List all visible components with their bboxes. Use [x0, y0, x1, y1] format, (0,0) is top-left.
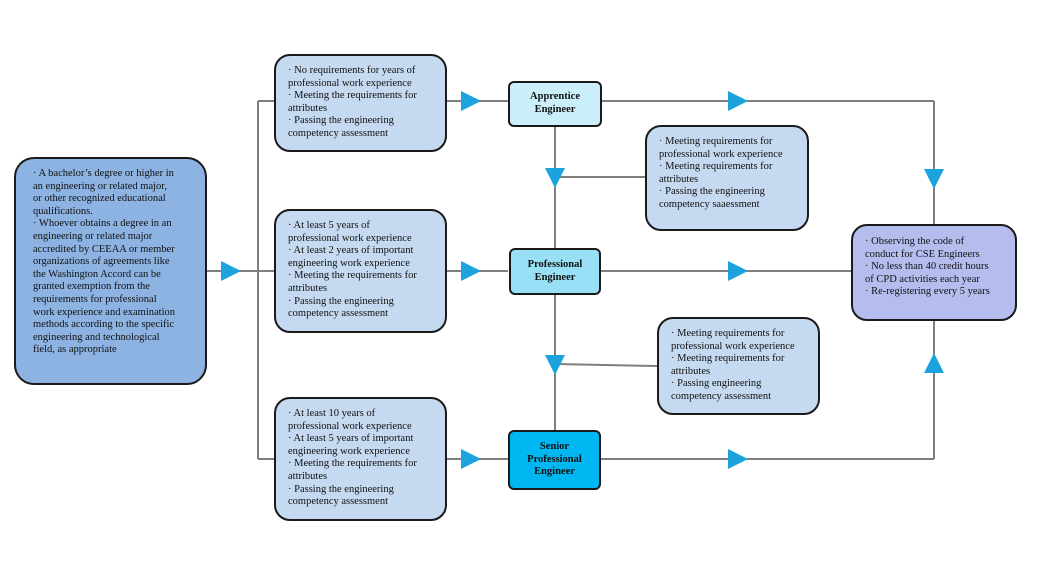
- professional-requirement-line: engineering work experience: [288, 257, 410, 269]
- professional-requirement-line: · Meeting the requirements for: [288, 270, 417, 282]
- education-requirement-line: the Washington Accord can be: [33, 268, 161, 280]
- role-title-line: Senior: [539, 441, 570, 453]
- education-requirement-line: field, as appropriate: [33, 344, 117, 356]
- cpd-requirement-line: of CPD activities each year: [865, 273, 980, 285]
- arrow-right-apprentice-out: [728, 91, 748, 111]
- apprentice-requirement-line: · Meeting the requirements for: [288, 90, 417, 102]
- arrow-right-apprentice: [461, 91, 481, 111]
- arrow-down-promo2: [545, 355, 565, 375]
- role-title-line: Engineer: [534, 271, 576, 283]
- education-requirement-line: qualifications.: [33, 205, 93, 217]
- cpd-requirement-line: · No less than 40 credit hours: [865, 261, 989, 273]
- promotion-senior-line: competency assessment: [671, 390, 772, 402]
- promotion-professional-line: professional work experience: [659, 148, 783, 160]
- education-requirement-line: organizations of agreements like: [33, 256, 170, 268]
- senior-requirement-line: · Passing the engineering: [288, 483, 394, 495]
- education-requirement-line: requirements for professional: [33, 293, 157, 305]
- professional-requirement-line: professional work experience: [288, 232, 412, 244]
- arrow-down-cpd: [924, 169, 944, 189]
- education-requirement-line: or other recognized educational: [33, 193, 166, 205]
- promotion-senior-line: · Meeting requirements for: [671, 328, 785, 339]
- role-title-line: Professional: [527, 258, 583, 270]
- cpd-requirement-line: conduct for CSE Engineers: [865, 248, 980, 260]
- apprentice-requirement-line: professional work experience: [288, 77, 412, 89]
- education-requirement-line: work experience and examination: [33, 306, 175, 318]
- promotion-senior-line: professional work experience: [671, 340, 795, 352]
- promotion-senior-line: · Passing engineering: [671, 378, 762, 390]
- apprentice-requirement-line: · Passing the engineering: [288, 115, 394, 127]
- promotion-professional-line: competency saaessment: [659, 198, 760, 210]
- cpd-requirement-line: · Re-registering every 5 years: [865, 286, 990, 298]
- arrow-right-professional: [461, 261, 481, 281]
- senior-requirement-line: · At least 5 years of important: [288, 433, 414, 445]
- arrow-up-cpd: [924, 353, 944, 373]
- arrow-down-promo1: [545, 168, 565, 188]
- apprentice-requirement-line: competency assessment: [288, 127, 389, 139]
- promotion-professional-line: attributes: [659, 173, 699, 185]
- education-requirement-line: engineering and technological: [33, 331, 160, 343]
- professional-requirement-line: · At least 5 years of: [288, 220, 370, 231]
- connector-promo2: [554, 363, 658, 367]
- education-requirement-line: methods according to the specific: [33, 319, 175, 331]
- education-requirement-line: · A bachelor’s degree or higher in: [33, 168, 174, 179]
- arrow-right-left: [221, 261, 241, 281]
- education-requirement-line: an engineering or related major,: [33, 180, 167, 192]
- promotion-professional-line: · Meeting requirements for: [659, 136, 773, 147]
- education-requirement-line: engineering or related major: [33, 230, 153, 242]
- education-requirement-line: · Whoever obtains a degree in an: [33, 218, 172, 230]
- senior-requirement-line: attributes: [288, 470, 328, 482]
- professional-requirement-line: competency assessment: [288, 308, 389, 320]
- arrow-right-senior-out: [728, 449, 748, 469]
- senior-requirement-line: engineering work experience: [288, 445, 410, 457]
- apprentice-requirement-line: attributes: [288, 102, 328, 114]
- promotion-professional-line: · Passing the engineering: [659, 186, 765, 198]
- education-requirement-line: accredited by CEEAA or member: [33, 243, 175, 255]
- senior-requirement-line: professional work experience: [288, 420, 412, 432]
- role-title-line: Engineer: [534, 104, 576, 115]
- education-requirement-line: granted exemption from the: [33, 281, 150, 293]
- role-title-line: Professional: [527, 453, 582, 465]
- professional-requirement-line: · Passing the engineering: [288, 295, 394, 307]
- role-title-line: Engineer: [534, 466, 575, 478]
- arrow-right-senior: [461, 449, 481, 469]
- promotion-senior-line: · Meeting requirements for: [671, 353, 785, 365]
- promotion-professional-line: · Meeting requirements for: [659, 161, 773, 173]
- arrow-right-professional-out: [728, 261, 748, 281]
- senior-requirement-line: competency assessment: [288, 496, 389, 508]
- senior-requirement-line: · Meeting the requirements for: [288, 458, 417, 470]
- professional-requirement-line: attributes: [288, 282, 328, 294]
- role-title-line: Apprentice: [530, 91, 580, 103]
- cpd-requirement-line: · Observing the code of: [865, 236, 965, 247]
- promotion-senior-line: attributes: [671, 365, 711, 377]
- apprentice-requirement-line: · No requirements for years of: [288, 65, 416, 76]
- professional-requirement-line: · At least 2 years of important: [288, 245, 414, 257]
- senior-requirement-line: · At least 10 years of: [288, 408, 376, 419]
